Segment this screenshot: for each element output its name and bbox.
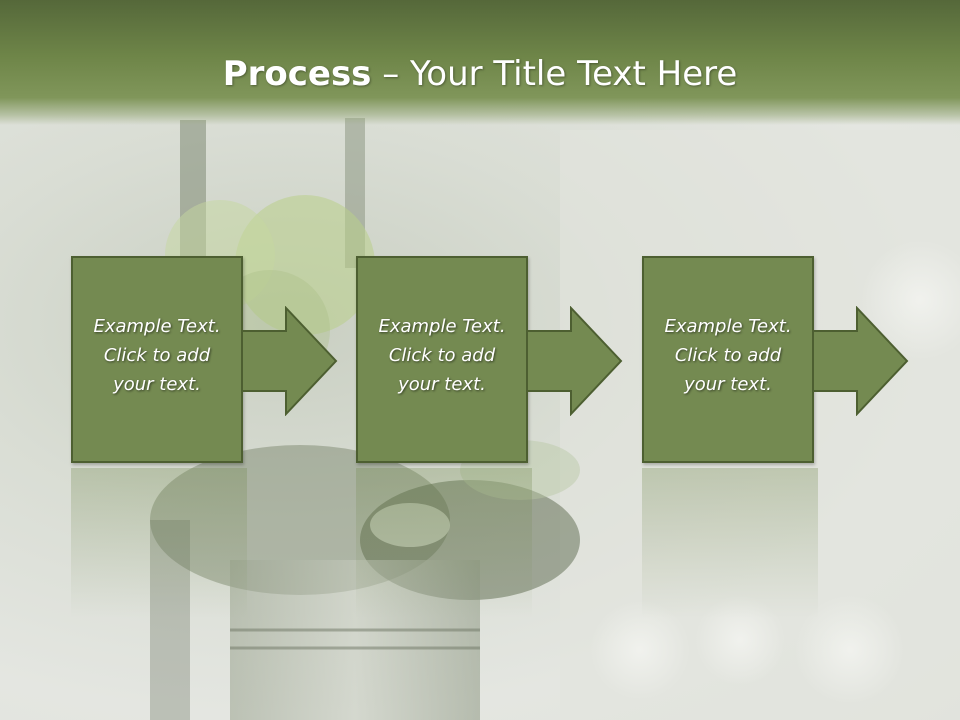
step-text-line: Example Text. [378,316,506,337]
title-rest: – Your Title Text Here [371,54,738,94]
process-step-2[interactable]: Example Text. Click to add your text. [356,256,532,466]
right-arrow-icon [241,306,338,416]
step-text-line: your text. [113,374,201,395]
step-box [642,256,814,463]
process-step-1[interactable]: Example Text. Click to add your text. [71,256,247,466]
title-bold: Process [222,54,372,94]
step-text[interactable]: Example Text. Click to add your text. [642,312,814,399]
step-box [71,256,243,463]
step-text-line: Example Text. [93,316,221,337]
step-reflection [356,468,532,618]
step-text-line: your text. [398,374,486,395]
right-arrow-icon [812,306,909,416]
process-step-3[interactable]: Example Text. Click to add your text. [642,256,818,466]
step-text-line: Example Text. [664,316,792,337]
step-text-line: Click to add [674,345,782,366]
step-box [356,256,528,463]
step-text-line: your text. [684,374,772,395]
step-text[interactable]: Example Text. Click to add your text. [71,312,243,399]
slide-title: Process – Your Title Text Here [0,52,960,96]
step-text-line: Click to add [388,345,496,366]
step-reflection [642,468,818,618]
step-reflection [71,468,247,618]
step-text-line: Click to add [103,345,211,366]
title-bar [0,0,960,125]
right-arrow-icon [526,306,623,416]
step-text[interactable]: Example Text. Click to add your text. [356,312,528,399]
